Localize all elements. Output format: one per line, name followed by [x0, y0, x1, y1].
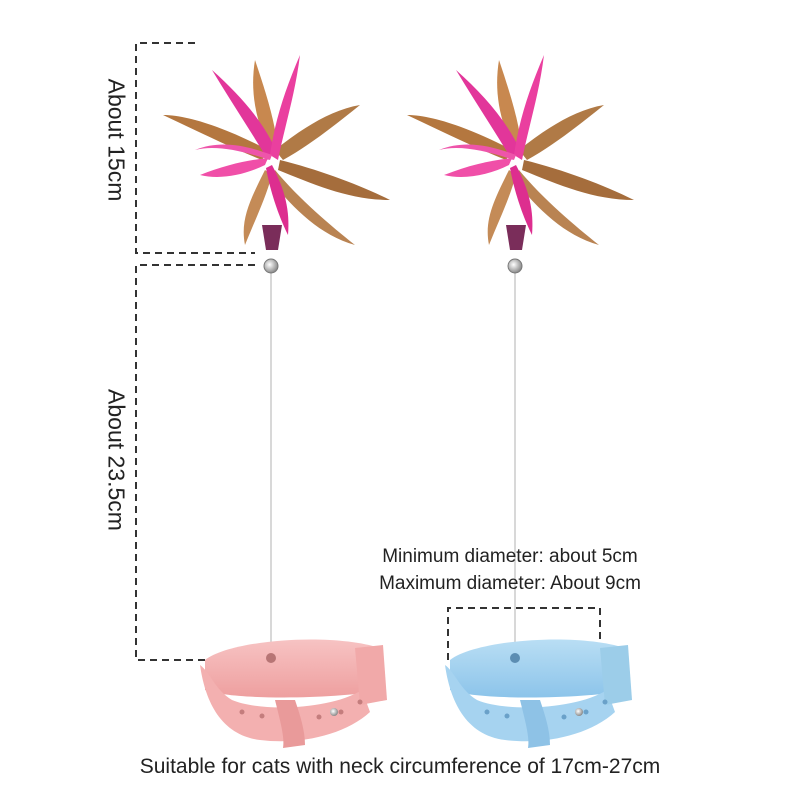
- collar-left: [200, 639, 387, 748]
- feather-left: [163, 55, 390, 250]
- toy-right: [407, 55, 634, 748]
- feather-length-label: About 15cm: [103, 78, 130, 202]
- wire-length-label: About 23.5cm: [103, 389, 130, 531]
- diameter-dimension-bracket: [447, 607, 601, 660]
- neck-size-caption: Suitable for cats with neck circumferenc…: [139, 755, 661, 778]
- toy-left: [163, 55, 390, 748]
- bell-right: [507, 258, 523, 274]
- dimension-lines: [135, 42, 601, 661]
- min-diameter-label: Minimum diameter: about 5cm: [382, 546, 638, 567]
- collar-right: [445, 639, 632, 748]
- feather-right: [407, 55, 634, 250]
- wire-dimension-bracket: [135, 264, 255, 661]
- bell-left: [263, 258, 279, 274]
- max-diameter-label: Maximum diameter: About 9cm: [379, 573, 641, 594]
- feather-dimension-bracket: [135, 42, 255, 254]
